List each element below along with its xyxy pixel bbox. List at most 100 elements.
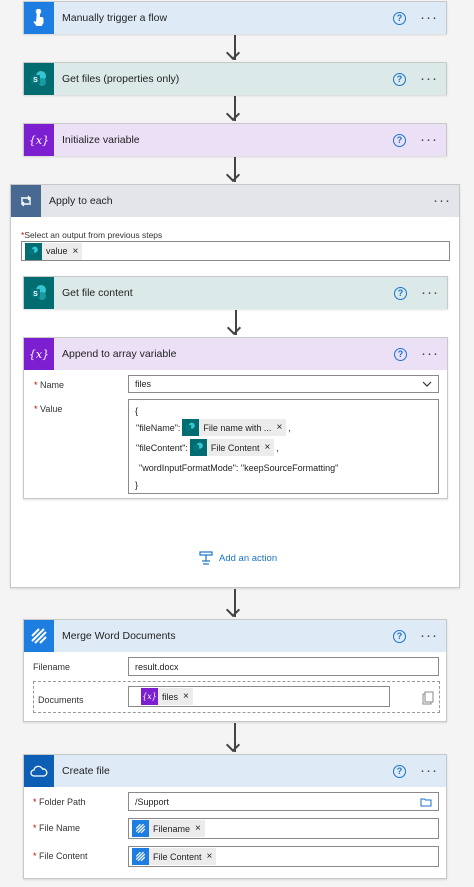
value-label: * Value xyxy=(34,404,63,414)
folder-path-input[interactable]: /Support xyxy=(128,792,439,811)
create-file-step-card[interactable]: Create file ? ··· * Folder Path /Support… xyxy=(23,754,447,879)
more-options-icon[interactable]: ··· xyxy=(421,345,439,362)
apply-to-each-container[interactable]: Apply to each ··· *Select an output from… xyxy=(10,184,460,588)
step-title: Get file content xyxy=(62,287,133,299)
onedrive-tile xyxy=(24,755,54,787)
folder-path-label: * Folder Path xyxy=(33,797,86,807)
create-file-header[interactable]: Create file ? ··· xyxy=(24,755,446,787)
trigger-step-card[interactable]: Manually trigger a flow ? ··· xyxy=(23,1,447,34)
more-options-icon[interactable]: ··· xyxy=(420,627,438,644)
sharepoint-icon xyxy=(25,242,42,260)
connector-arrow xyxy=(226,310,243,337)
sharepoint-icon xyxy=(189,439,207,456)
documents-array-group xyxy=(33,681,440,713)
get-file-content-header[interactable]: S Get file content ? ··· xyxy=(24,277,447,309)
value-editor[interactable]: { "fileName": File name with ... × , "fi… xyxy=(128,399,439,494)
file-content-token[interactable]: File Content × xyxy=(189,439,275,456)
trigger-tile xyxy=(24,2,54,34)
token-label: value xyxy=(46,246,68,256)
more-options-icon[interactable]: ··· xyxy=(420,131,438,148)
svg-text:S: S xyxy=(33,291,38,298)
remove-token-icon[interactable]: × xyxy=(206,851,213,862)
merge-stripes-icon xyxy=(31,628,47,644)
filename-label: Filename xyxy=(33,662,71,672)
name-dropdown[interactable]: files xyxy=(128,375,439,393)
apply-to-each-header[interactable]: Apply to each ··· xyxy=(11,185,459,217)
get-files-step-header[interactable]: S Get files (properties only) ? ··· xyxy=(24,63,446,95)
init-variable-step-header[interactable]: {x} Initialize variable ? ··· xyxy=(24,124,446,156)
name-label: * Name xyxy=(34,380,65,390)
variable-icon: {x} xyxy=(28,347,50,361)
remove-token-icon[interactable]: × xyxy=(183,691,189,702)
more-options-icon[interactable]: ··· xyxy=(420,9,438,26)
loop-icon xyxy=(21,195,31,207)
add-action-button[interactable]: Add an action xyxy=(199,551,277,565)
folder-icon[interactable] xyxy=(420,797,432,807)
add-action-label: Add an action xyxy=(219,552,278,564)
sharepoint-tile: S xyxy=(24,277,54,309)
format-mode-line: "wordInputFormatMode": "keepSourceFormat… xyxy=(139,463,339,473)
connector-arrow xyxy=(225,157,242,184)
init-variable-step-card[interactable]: {x} Initialize variable ? ··· xyxy=(23,123,447,156)
folder-path-value: /Support xyxy=(135,796,170,807)
file-content-input[interactable]: File Content × xyxy=(128,846,439,867)
files-token[interactable]: {x} files × xyxy=(141,688,193,705)
get-files-step-card[interactable]: S Get files (properties only) ? ··· xyxy=(23,62,447,95)
open-brace: { xyxy=(135,406,139,416)
filename-token[interactable]: Filename × xyxy=(132,820,205,837)
remove-token-icon[interactable]: × xyxy=(276,422,283,433)
remove-token-icon[interactable]: × xyxy=(195,823,201,834)
connector-arrow xyxy=(225,723,242,754)
trigger-step-header[interactable]: Manually trigger a flow ? ··· xyxy=(24,2,446,34)
close-brace: } xyxy=(135,480,139,490)
copy-icon[interactable] xyxy=(422,691,434,705)
variable-icon: {x} xyxy=(28,133,50,147)
help-icon[interactable]: ? xyxy=(393,764,406,778)
select-output-field[interactable]: value × xyxy=(21,241,450,261)
step-title: Apply to each xyxy=(49,195,113,207)
chevron-down-icon[interactable] xyxy=(422,381,432,387)
help-icon[interactable]: ? xyxy=(394,347,407,361)
merge-stripes-icon xyxy=(132,820,149,837)
svg-text:S: S xyxy=(33,77,38,84)
file-content-token[interactable]: File Content × xyxy=(132,848,217,865)
file-name-input[interactable]: Filename × xyxy=(128,818,439,839)
more-options-icon[interactable]: ··· xyxy=(433,192,451,209)
connector-arrow xyxy=(225,589,242,619)
more-options-icon[interactable]: ··· xyxy=(421,284,439,301)
more-options-icon[interactable]: ··· xyxy=(420,70,438,87)
help-icon[interactable]: ? xyxy=(393,133,406,147)
value-token[interactable]: value × xyxy=(25,242,83,260)
append-to-array-header[interactable]: {x} Append to array variable ? ··· xyxy=(24,338,447,370)
step-title: Get files (properties only) xyxy=(62,73,180,85)
remove-token-icon[interactable]: × xyxy=(72,245,79,257)
documents-label: Documents xyxy=(38,695,84,705)
file-name-line: "fileName": File name with ... × , xyxy=(136,419,291,436)
filename-value: result.docx xyxy=(135,661,179,672)
step-title: Manually trigger a flow xyxy=(62,12,168,24)
sharepoint-icon xyxy=(182,419,200,436)
filename-input[interactable]: result.docx xyxy=(128,657,439,676)
add-action-icon xyxy=(199,551,213,565)
merge-tile xyxy=(24,620,54,652)
remove-token-icon[interactable]: × xyxy=(264,442,271,453)
connector-arrow xyxy=(225,35,242,62)
variable-icon: {x} xyxy=(141,688,158,705)
help-icon[interactable]: ? xyxy=(393,11,406,25)
select-output-label: *Select an output from previous steps xyxy=(21,230,163,240)
step-title: Merge Word Documents xyxy=(62,630,176,642)
help-icon[interactable]: ? xyxy=(393,72,406,86)
help-icon[interactable]: ? xyxy=(393,629,406,643)
documents-input[interactable]: {x} files × xyxy=(128,686,390,707)
merge-word-documents-header[interactable]: Merge Word Documents ? ··· xyxy=(24,620,446,652)
merge-stripes-icon xyxy=(132,848,149,865)
help-icon[interactable]: ? xyxy=(394,286,407,300)
append-to-array-step-card[interactable]: {x} Append to array variable ? ··· * Nam… xyxy=(23,337,448,499)
file-name-token[interactable]: File name with ... × xyxy=(182,419,287,436)
more-options-icon[interactable]: ··· xyxy=(420,762,438,779)
get-file-content-step-card[interactable]: S Get file content ? ··· xyxy=(23,276,448,309)
step-title: Append to array variable xyxy=(62,348,177,360)
sharepoint-tile: S xyxy=(24,63,54,95)
file-name-label: * File Name xyxy=(33,823,81,833)
merge-word-documents-step-card[interactable]: Merge Word Documents ? ··· Filename resu… xyxy=(23,619,447,722)
